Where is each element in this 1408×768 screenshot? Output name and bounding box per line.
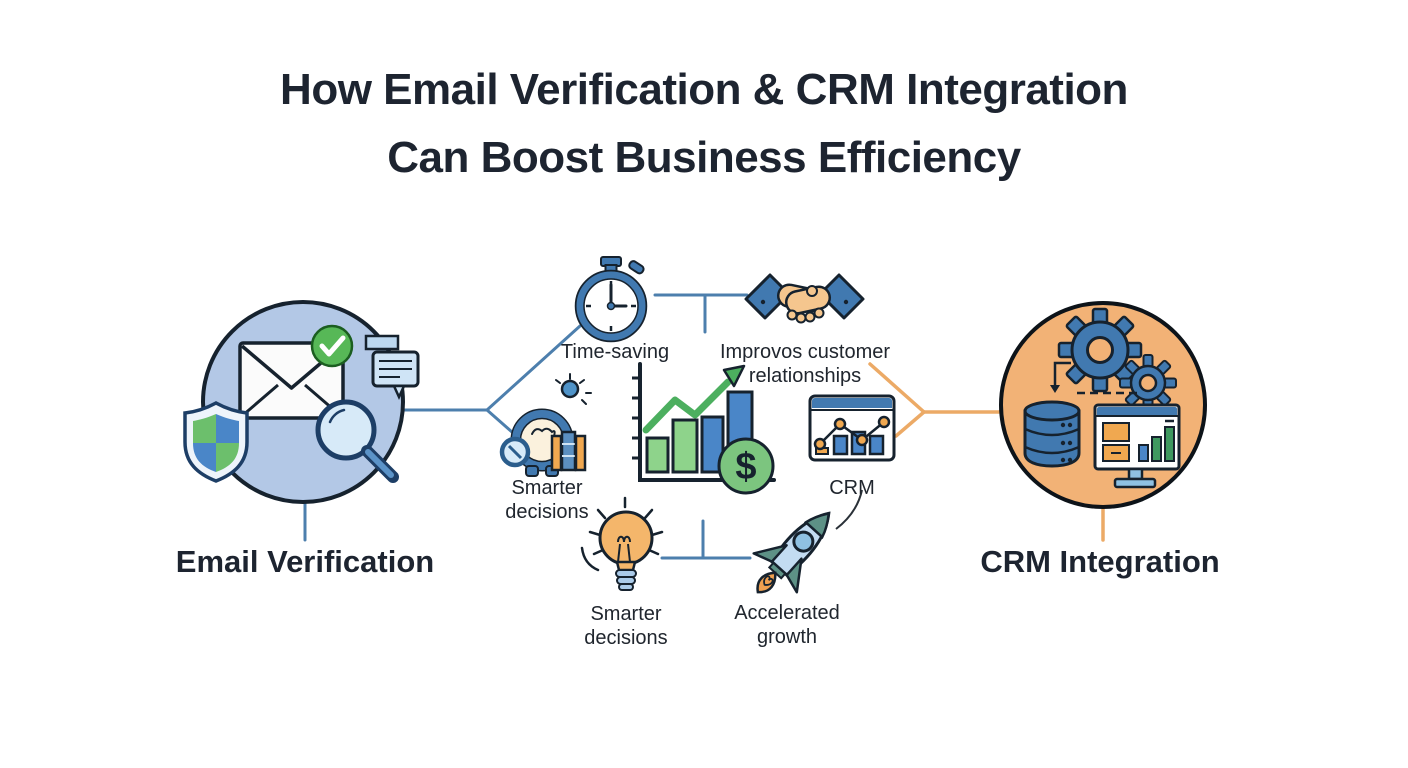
monitor-icon	[1093, 403, 1181, 489]
handshake-icon	[744, 273, 865, 324]
stopwatch-icon	[574, 256, 648, 343]
data-flow-arrow	[1050, 361, 1139, 395]
database-icon	[1023, 400, 1081, 468]
check-icon	[310, 324, 354, 368]
rocket-icon	[752, 511, 831, 594]
dollar-icon: $	[717, 437, 775, 495]
magnifier-icon	[315, 399, 399, 483]
lightbulb-icon	[580, 496, 664, 591]
envelope-icon	[238, 341, 345, 420]
connector-left-branch-up	[485, 324, 582, 412]
smarter-decisions-lower-label: Smarter decisions	[584, 603, 668, 649]
time-saving-label: Time-saving	[560, 341, 670, 363]
lightbulb-rays	[580, 496, 664, 572]
shield-icon	[183, 401, 249, 483]
research-person-icon	[499, 373, 592, 477]
email-verification-icon	[183, 300, 420, 504]
crm-integration-icon	[999, 301, 1207, 509]
gear-small-icon	[1119, 354, 1177, 412]
dollar-symbol: $	[735, 446, 756, 488]
smarter-decisions-upper-label: Smarter decisions	[505, 477, 589, 523]
improves-customer-relationships-label: Improvos customer relationships	[719, 341, 891, 387]
crm-integration-label: CRM Integration	[980, 544, 1220, 579]
connector-right-branch-up	[868, 362, 926, 414]
page-title: How Email Verification & CRM Integration…	[0, 56, 1408, 192]
sun-icon	[555, 373, 592, 405]
rocket-swoosh-line	[835, 489, 863, 530]
title-line-2: Can Boost Business Efficiency	[387, 133, 1021, 182]
crm-label: CRM	[829, 477, 875, 499]
crm-dashboard-icon	[808, 394, 896, 462]
connector-right-branch-down	[894, 410, 926, 438]
connector-left-branch-down	[485, 408, 514, 434]
growth-chart-icon: $	[632, 362, 776, 495]
accelerated-growth-label: Accelerated growth	[734, 602, 840, 648]
books-icon	[550, 430, 587, 472]
email-verification-label: Email Verification	[175, 544, 435, 579]
title-line-1: How Email Verification & CRM Integration	[280, 65, 1128, 114]
small-magnifier-icon	[499, 436, 531, 468]
chat-bubble-icon	[364, 334, 420, 401]
